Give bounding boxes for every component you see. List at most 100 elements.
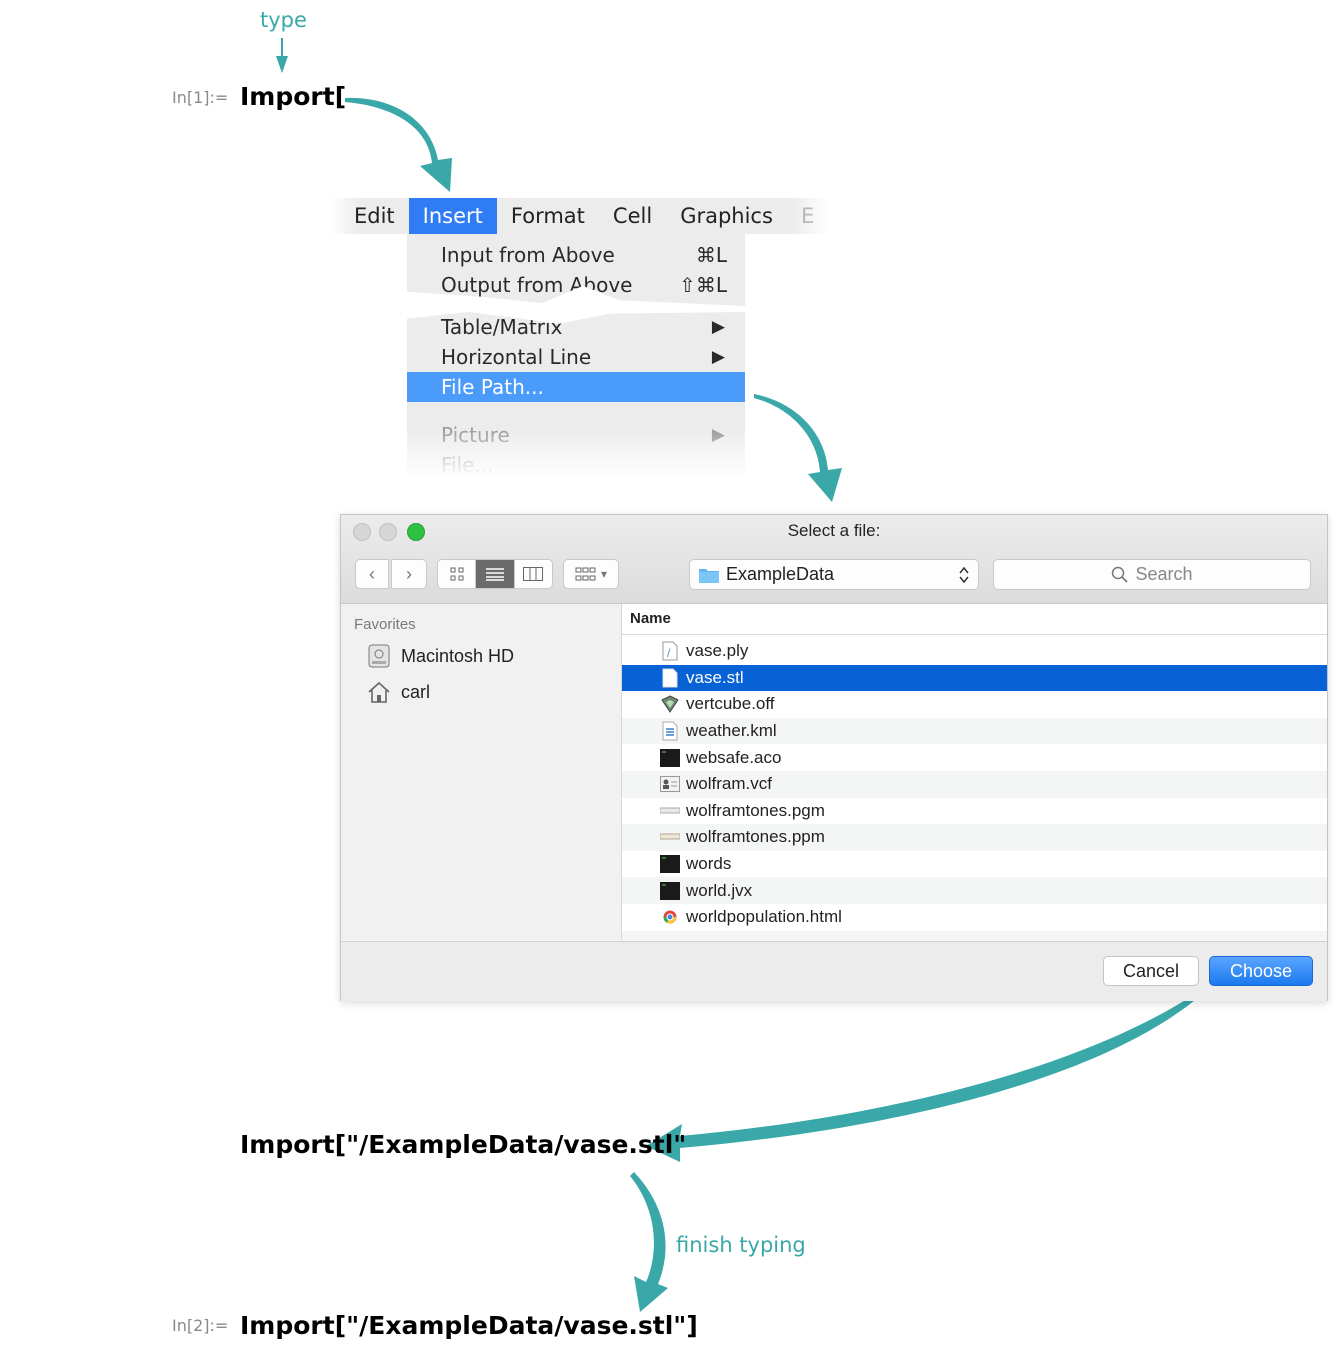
file-row-vertcube-off[interactable]: vertcube.off [622,691,1327,718]
menu-item-picture[interactable]: Picture ▶ [407,420,745,450]
file-row-words[interactable]: words [622,851,1327,878]
terminal-icon [660,748,680,768]
favorites-sidebar: Favorites Macintosh HD carl [341,604,622,940]
location-popup[interactable]: ExampleData [689,559,979,590]
file-name: worldpopulation.html [686,907,842,927]
3d-model-icon [660,694,680,714]
input-cell-1[interactable]: Import[ [240,82,347,111]
choose-arrow [646,992,1200,1162]
columns-icon [523,567,544,581]
location-label: ExampleData [726,564,835,584]
list-view-button[interactable] [476,560,515,588]
input-label-2: In[2]:= [172,1316,229,1335]
group-by-button[interactable]: ▾ [563,559,619,589]
sidebar-item-label: Macintosh HD [401,645,515,666]
file-dialog: Select a file: ‹ › ▾ ExampleData [340,514,1328,1001]
forward-button[interactable]: › [391,559,427,589]
cancel-button[interactable]: Cancel [1103,956,1199,986]
menu-item-horizontal-line[interactable]: Horizontal Line ▶ [407,342,745,372]
menu-bar: Edit Insert Format Cell Graphics E [330,198,830,234]
menu-item-file[interactable]: File... [407,450,745,479]
file-name: wolframtones.pgm [686,800,825,820]
choose-button[interactable]: Choose [1209,956,1313,986]
image-strip-icon [660,827,680,847]
file-name: wolframtones.ppm [686,827,825,847]
file-name: websafe.aco [686,747,782,767]
file-row-wolframtones-ppm[interactable]: wolframtones.ppm [622,824,1327,851]
menu-panel-bottom: Table/Matrix ▶ Horizontal Line ▶ File Pa… [407,312,745,479]
submenu-arrow-icon: ▶ [711,317,725,337]
menu-edit[interactable]: Edit [354,204,395,228]
file-row-weather-kml[interactable]: weather.kml [622,717,1327,745]
chevron-right-icon: › [406,563,412,584]
menu-item-label: Input from Above [441,243,615,267]
menu-item-input-from-above[interactable]: Input from Above ⌘L [407,240,745,270]
menu-cell[interactable]: Cell [612,204,653,228]
minimize-window-button[interactable] [379,523,397,541]
column-header-label: Name [630,610,671,627]
terminal-icon [660,881,680,901]
file-name: vase.ply [686,641,749,661]
menu-item-output-from-above[interactable]: Output from Above ⇧⌘L [407,270,745,300]
menu-arrow [345,97,452,192]
dialog-titlebar: Select a file: ‹ › ▾ ExampleData [341,515,1327,604]
file-row-world-jvx[interactable]: world.jvx [622,877,1327,904]
file-row-vase-stl[interactable]: vase.stl [622,664,1327,692]
menu-item-file-path[interactable]: File Path... [407,372,745,402]
menu-item-label: File Path... [441,375,544,399]
column-view-button[interactable] [515,560,552,588]
favorites-heading: Favorites [354,616,416,633]
file-row-wolfram-vcf[interactable]: wolfram.vcf [622,771,1327,798]
search-icon [1112,566,1129,583]
text-document-icon: / [660,641,680,661]
file-row-wolframtones-pgm[interactable]: wolframtones.pgm [622,798,1327,825]
svg-text:/: / [667,648,671,659]
input-cell-2[interactable]: Import["/ExampleData/vase.stl"] [240,1311,698,1340]
menu-item-table-matrix[interactable]: Table/Matrix ▶ [407,312,745,342]
file-row-worldpopulation-html[interactable]: worldpopulation.html [622,904,1327,931]
sidebar-item-macintosh-hd[interactable]: Macintosh HD [367,642,514,670]
updown-chevron-icon [959,566,969,584]
search-field[interactable]: Search [993,559,1311,590]
menu-insert[interactable]: Insert [408,198,497,234]
chevron-down-icon: ▾ [600,567,608,581]
dialog-arrow [754,394,842,502]
contact-card-icon [660,774,680,794]
back-button[interactable]: ‹ [355,559,389,589]
menu-format[interactable]: Format [510,204,585,228]
menu-truncated[interactable]: E [800,204,815,228]
dialog-title: Select a file: [787,521,881,540]
zoom-window-button[interactable] [407,523,425,541]
group-grid-icon [575,567,596,581]
menu-item-label: Picture [441,423,510,447]
finish-arrow [630,1172,668,1312]
menu-item-label: File... [441,453,494,477]
type-arrow-head [276,56,288,73]
file-name: wolfram.vcf [686,774,772,794]
file-name: vase.stl [686,667,744,687]
file-row-websafe-aco[interactable]: websafe.aco [622,744,1327,771]
menu-graphics[interactable]: Graphics [680,204,773,228]
submenu-arrow-icon: ▶ [711,347,725,367]
type-annotation: type [260,8,307,32]
chevron-left-icon: ‹ [369,563,375,584]
menu-panel-top: Input from Above ⌘L Output from Above ⇧⌘… [407,234,745,306]
file-name: world.jvx [686,880,753,900]
file-name: words [686,854,732,874]
file-row-vase-ply[interactable]: / vase.ply [622,638,1327,665]
menu-item-shortcut: ⇧⌘L [679,273,727,297]
intermediate-code: Import["/ExampleData/vase.stl" [240,1130,687,1159]
file-name: weather.kml [686,721,777,741]
icon-view-button[interactable] [438,560,477,588]
home-icon [367,680,391,704]
grid-icon [450,567,464,581]
sidebar-item-label: carl [401,681,431,702]
column-header-name[interactable]: Name [622,604,1327,635]
sidebar-item-carl[interactable]: carl [367,678,430,706]
menu-item-label: Output from Above [441,273,633,297]
image-strip-icon [660,801,680,821]
submenu-arrow-icon: ▶ [711,425,725,445]
folder-icon [699,569,719,583]
dialog-footer: Cancel Choose [341,941,1327,1001]
close-window-button[interactable] [353,523,371,541]
